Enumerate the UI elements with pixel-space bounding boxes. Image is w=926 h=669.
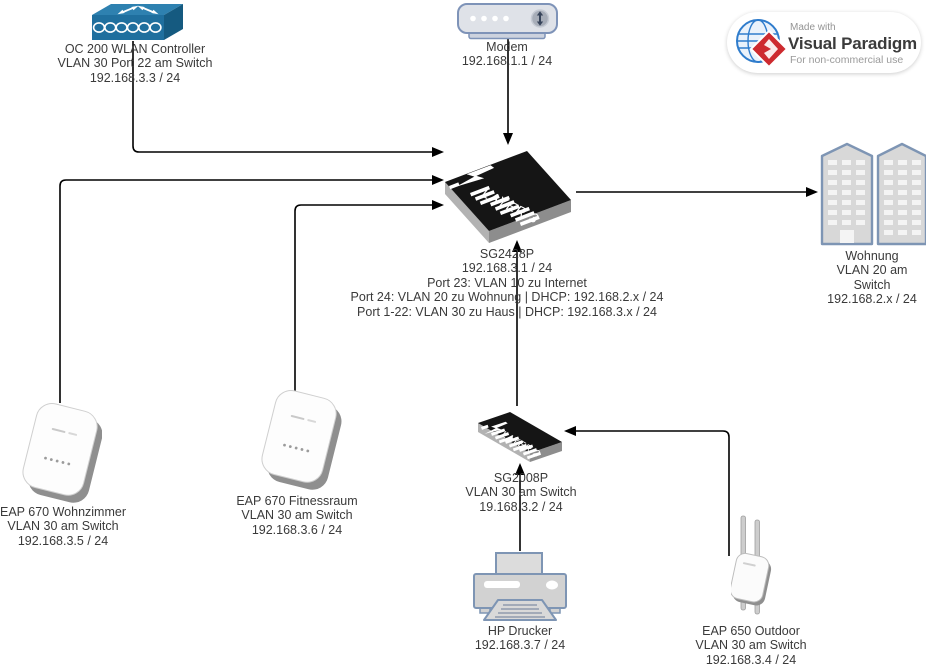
node-ip: 192.168.1.1 / 24 [461, 54, 553, 69]
access-point-icon[interactable] [260, 390, 342, 492]
edge-eap670f-sg2428p [294, 200, 444, 393]
node-info: Port 23: VLAN 10 zu Internet [427, 275, 587, 290]
node-info: VLAN 30 am Switch [7, 519, 119, 534]
node-title: EAP 670 Wohnzimmer [0, 505, 126, 519]
edge-oc200-sg2428p [132, 41, 444, 157]
layer3-switch-icon[interactable]: LAYER 3 [443, 144, 575, 248]
outdoor-access-point-icon[interactable] [731, 512, 773, 616]
node-info: VLAN 30 am Switch [241, 508, 353, 523]
modem-leds-decor [470, 15, 509, 22]
node-ip: 192.168.3.6 / 24 [251, 522, 343, 537]
ap-leds-decor [44, 456, 71, 466]
node-title: EAP 650 Outdoor [702, 624, 800, 638]
access-point-icon[interactable] [22, 402, 102, 506]
node-ip: 192.168.2.x / 24 [827, 292, 917, 307]
wlan-controller-icon[interactable] [90, 2, 185, 42]
visual-paradigm-logo-icon [736, 19, 789, 69]
node-ip: 192.168.3.7 / 24 [474, 638, 566, 653]
ap-leds-decor [283, 443, 310, 453]
node-info: Switch [853, 277, 891, 292]
buildings-icon[interactable] [820, 142, 926, 246]
watermark-subtitle: For non-commercial use [790, 54, 904, 66]
label-oc200: OC 200 WLAN Controller VLAN 30 Port 22 a… [15, 42, 255, 85]
node-info: VLAN 30 am Switch [695, 638, 807, 653]
printer-tray-lines-decor [495, 604, 545, 618]
label-sg2008p: SG2008P VLAN 30 am Switch 19.168.3.2 / 2… [451, 471, 591, 514]
node-info: Port 1-22: VLAN 30 zu Haus | DHCP: 192.1… [357, 304, 657, 319]
printer-icon[interactable] [472, 552, 568, 622]
node-ip: 192.168.3.3 / 24 [89, 70, 181, 85]
node-info: Port 24: VLAN 20 zu Wohnung | DHCP: 192.… [350, 290, 664, 305]
edge-eap650-sg2008p [564, 426, 730, 556]
edge-eap670w-sg2428p [59, 175, 444, 403]
switch-ports-decor [92, 22, 162, 33]
watermark-made-with: Made with [790, 22, 836, 33]
updown-arrow-icon [530, 9, 550, 28]
printer-slot-decor [484, 581, 520, 588]
node-ip: 192.168.3.5 / 24 [17, 533, 109, 548]
node-title: Modem [486, 40, 528, 54]
switch-port-slats-decor [449, 182, 540, 227]
watermark-brand: Visual Paradigm [788, 34, 917, 53]
node-title: SG2008P [493, 471, 549, 485]
node-title: Wohnung [845, 249, 899, 263]
label-hp-drucker: HP Drucker 192.168.3.7 / 24 [450, 624, 590, 653]
node-title: HP Drucker [487, 624, 553, 638]
label-eap670-wohnzimmer: EAP 670 Wohnzimmer VLAN 30 am Switch 192… [0, 505, 133, 548]
label-eap670-fitnessraum: EAP 670 Fitnessraum VLAN 30 am Switch 19… [227, 494, 367, 537]
modem-icon[interactable] [457, 3, 558, 40]
node-info: VLAN 30 Port 22 am Switch [57, 56, 213, 71]
node-info: VLAN 30 am Switch [465, 485, 577, 500]
node-title: EAP 670 Fitnessraum [236, 494, 358, 508]
node-info: VLAN 20 am [836, 263, 908, 278]
label-wohnung: Wohnung VLAN 20 am Switch 192.168.2.x / … [802, 249, 926, 307]
visual-paradigm-watermark[interactable]: Made with Visual Paradigm For non-commer… [727, 12, 921, 73]
label-modem: Modem 192.168.1.1 / 24 [427, 40, 587, 69]
layer2-switch-icon[interactable]: LAYER 2 [476, 406, 568, 474]
node-ip: 192.168.3.1 / 24 [461, 261, 553, 276]
node-title: OC 200 WLAN Controller [64, 42, 206, 56]
lightning-bolt-icon [456, 165, 495, 187]
node-title: SG2428P [479, 247, 535, 261]
label-eap650-outdoor: EAP 650 Outdoor VLAN 30 am Switch 192.16… [681, 624, 821, 667]
label-sg2428p: SG2428P 192.168.3.1 / 24 Port 23: VLAN 1… [327, 247, 687, 319]
building-windows-decor [828, 160, 921, 243]
node-ip: 192.168.3.4 / 24 [705, 652, 797, 667]
switch-port-slats-decor [480, 424, 542, 460]
printer-button-decor [546, 580, 558, 590]
switch-arrows-decor [117, 5, 159, 15]
lightning-bolt-icon [484, 421, 508, 434]
node-ip: 19.168.3.2 / 24 [479, 499, 563, 514]
